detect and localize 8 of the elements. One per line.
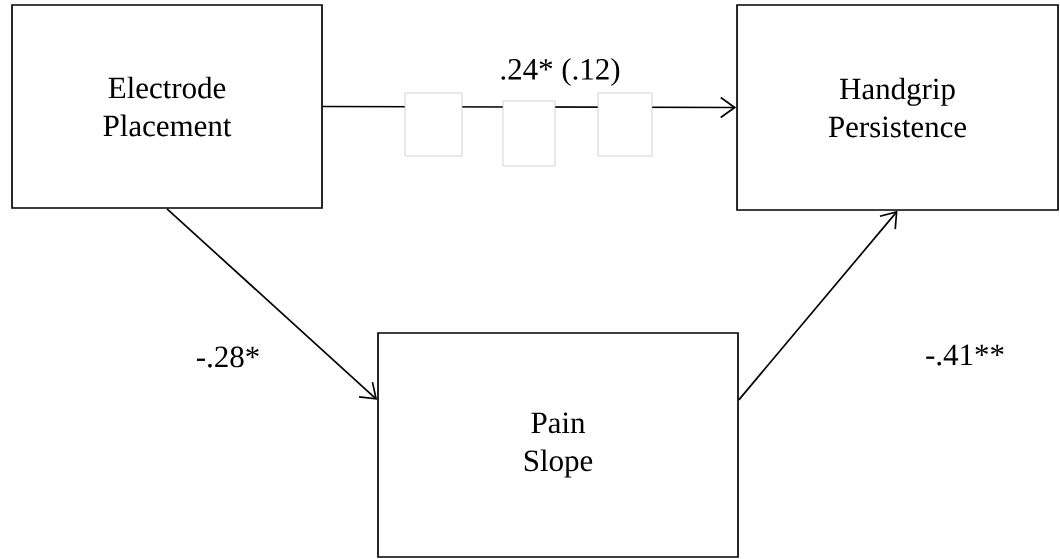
variable-box: Electrode Placement — [11, 4, 323, 209]
arrow — [738, 210, 898, 401]
variable-box: Handgrip Persistence — [736, 4, 1059, 211]
edge-label: -.41** — [926, 344, 1004, 366]
arrow — [166, 208, 378, 400]
edge-label: -.28* — [196, 346, 259, 368]
edge-label: .24* (.12) — [501, 58, 620, 87]
variable-box: Pain Slope — [377, 332, 739, 558]
